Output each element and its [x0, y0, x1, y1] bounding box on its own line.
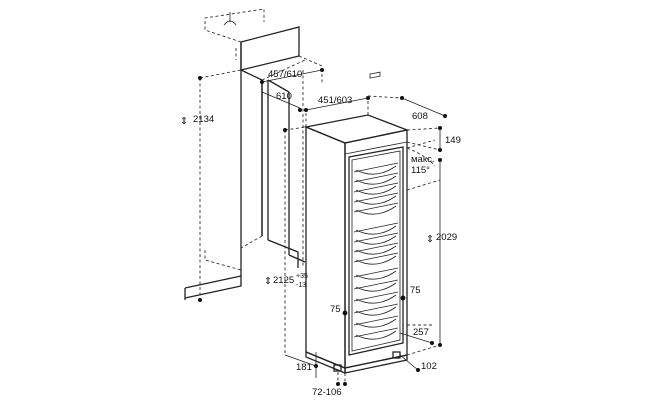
dim-niche-depth-label: 457/610 — [268, 69, 302, 80]
dim-cabinet-depth-label: 608 — [412, 111, 428, 122]
dim-cabinet-depth: 608 — [367, 95, 447, 122]
dim-cabinet-height: ⇕ 2029 — [406, 160, 457, 356]
dim-plinth-height: 102 — [399, 354, 437, 372]
dim-niche-height: ⇕ 2134 — [180, 76, 214, 302]
niche-furniture — [184, 8, 323, 300]
dim-plinth-side: 181 — [284, 352, 318, 378]
wine-cabinet — [303, 71, 410, 374]
wine-shelves-lower — [353, 267, 399, 340]
dim-niche-range: ⇕ 2125 +35 -13 — [264, 126, 308, 355]
dim-niche-range-arrows: ⇕ — [264, 276, 272, 287]
dim-hinge-left: 75 — [330, 304, 341, 315]
dim-cabinet-width: 451/603 — [304, 95, 370, 127]
dim-plinth-side-label: 181 — [296, 362, 312, 373]
dim-cabinet-height-arrows: ⇕ — [426, 234, 434, 245]
dim-plinth-depth: 257 — [399, 324, 434, 345]
door-angle-label: макс. — [411, 154, 434, 165]
dim-plinth-range-label: 72-106 — [312, 387, 342, 398]
dim-panel-depth: 610 — [261, 91, 302, 112]
dim-niche-depth: 457/610 — [260, 59, 324, 84]
dim-top-clearance: 149 — [406, 126, 461, 152]
dim-plinth-range: 72-106 — [312, 372, 347, 398]
door-angle: макс. 115° — [406, 139, 442, 176]
dim-cabinet-width-label: 451/603 — [318, 95, 352, 106]
dim-panel-depth-label: 610 — [276, 91, 292, 102]
dim-plinth-depth-label: 257 — [413, 327, 429, 338]
dim-tolerance-plus: +35 — [296, 273, 308, 280]
dim-tolerance-minus: -13 — [296, 282, 306, 289]
dim-plinth-height-label: 102 — [421, 361, 437, 372]
dim-cabinet-height-label: 2029 — [436, 232, 457, 243]
dim-top-clearance-label: 149 — [445, 135, 461, 146]
wine-shelves-upper — [353, 162, 399, 215]
door-angle-value: 115° — [411, 165, 430, 176]
dim-niche-height-label: 2134 — [193, 114, 214, 125]
wine-shelves-middle — [353, 222, 399, 265]
dim-hinge-right: 75 — [410, 285, 421, 296]
dim-niche-range-label: 2125 — [273, 275, 294, 286]
dim-niche-height-arrows: ⇕ — [180, 116, 188, 127]
hinge-markers: 75 75 — [330, 285, 421, 316]
